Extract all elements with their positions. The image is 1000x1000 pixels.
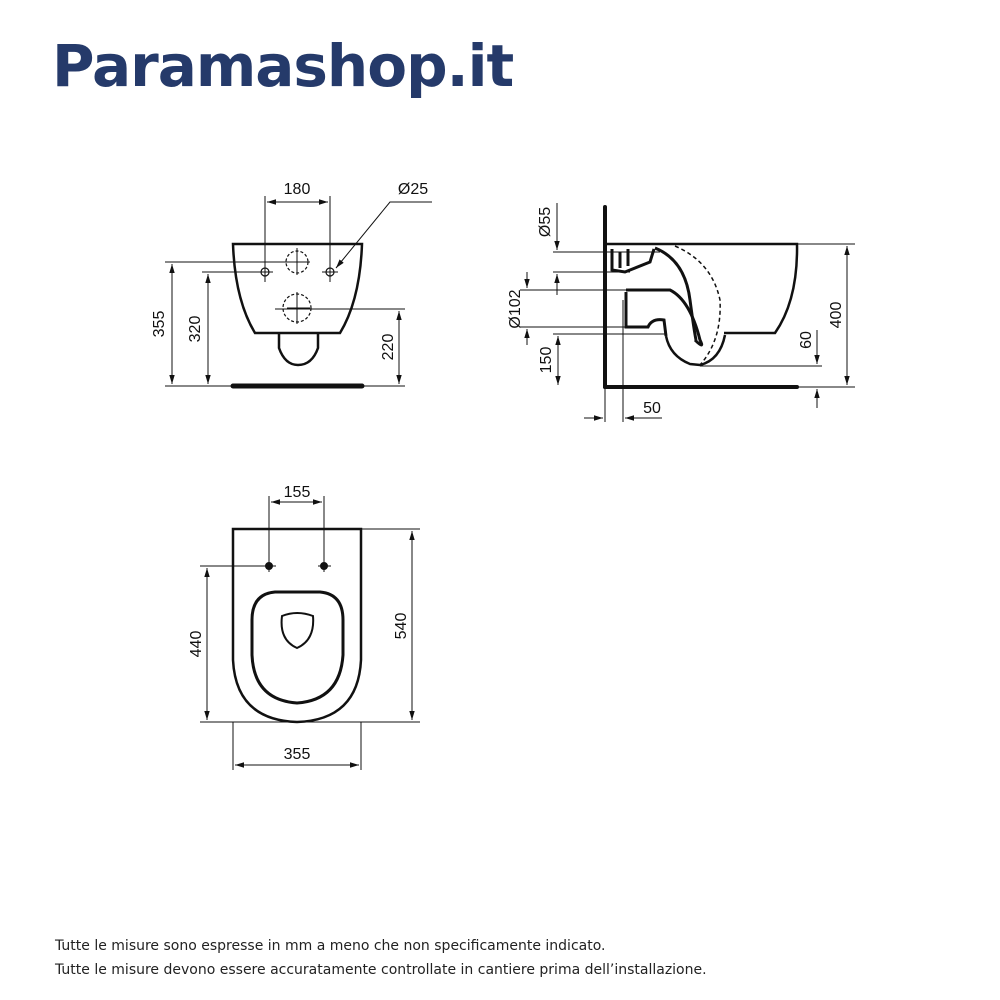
footnote-units: Tutte le misure sono espresse in mm a me… xyxy=(55,938,606,954)
side-view xyxy=(520,203,855,422)
footnotes: Tutte le misure sono espresse in mm a me… xyxy=(55,934,707,982)
dim-400: 400 xyxy=(828,302,845,329)
footnote-verify: Tutte le misure devono essere accuratame… xyxy=(55,962,707,978)
brand-logo: Paramashop.it xyxy=(52,32,514,100)
dim-50: 50 xyxy=(643,400,661,417)
dim-355: 355 xyxy=(151,311,168,338)
dim-diameter-102: Ø102 xyxy=(507,289,524,328)
bowl-profile xyxy=(605,242,799,335)
bowl-outline xyxy=(231,242,364,335)
trap-outer xyxy=(664,334,727,367)
dim-180: 180 xyxy=(284,181,311,198)
dim-440: 440 xyxy=(188,631,205,658)
seat-outline xyxy=(250,590,345,705)
trap-dashed xyxy=(674,245,721,366)
foot-outline xyxy=(277,333,320,367)
dim-155: 155 xyxy=(284,484,311,501)
dim-150: 150 xyxy=(538,347,555,374)
front-view xyxy=(165,196,432,389)
dim-320: 320 xyxy=(187,316,204,343)
lid-opening xyxy=(280,612,315,650)
top-view xyxy=(200,496,420,770)
dim-540: 540 xyxy=(393,613,410,640)
dim-diameter-25: Ø25 xyxy=(398,181,428,198)
dim-355-width: 355 xyxy=(284,746,311,763)
dim-60: 60 xyxy=(798,331,815,349)
dim-diameter-55: Ø55 xyxy=(537,207,554,237)
outlet-connector xyxy=(624,288,704,347)
dim-220: 220 xyxy=(380,334,397,361)
